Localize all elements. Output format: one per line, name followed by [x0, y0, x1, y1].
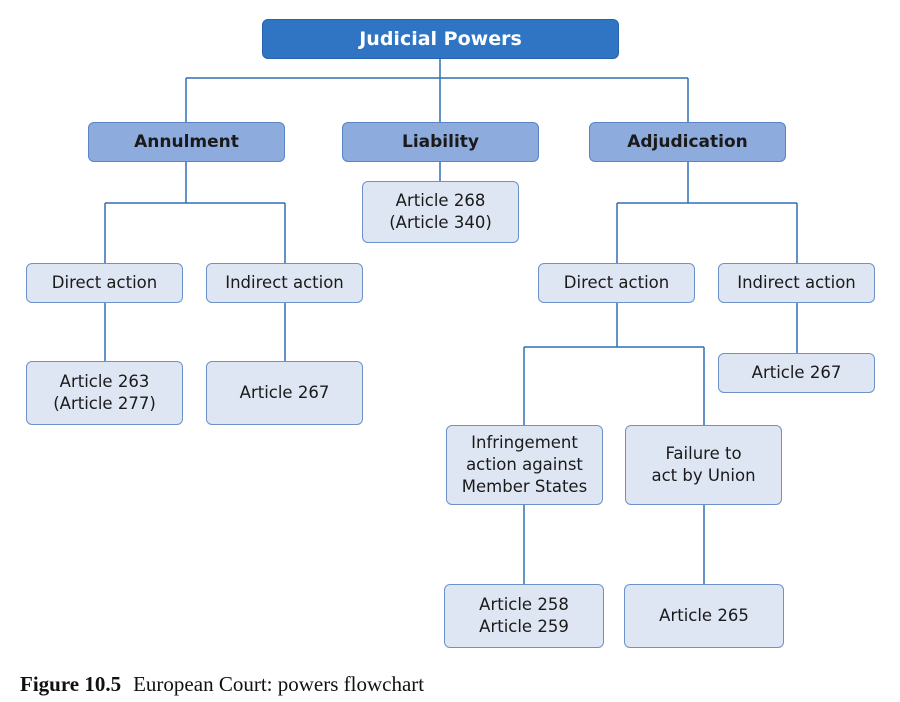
node-judicial-powers: Judicial Powers — [262, 19, 619, 59]
node-label: Direct action — [563, 273, 670, 292]
node-label: Indirect action — [225, 273, 344, 292]
node-label: Infringement action against Member State… — [461, 433, 588, 496]
node-label: Adjudication — [627, 132, 748, 152]
node-annulment-direct-article: Article 263 (Article 277) — [26, 361, 183, 425]
node-label: Article 267 — [239, 383, 330, 402]
node-label: Article 268 (Article 340) — [389, 191, 492, 232]
node-label: Indirect action — [737, 273, 856, 292]
node-label: Article 258 Article 259 — [479, 595, 569, 636]
connector-root-to-categories — [185, 59, 689, 122]
node-label: Judicial Powers — [359, 28, 522, 50]
connector-adjudication-direct-to-types — [523, 303, 705, 425]
node-infringement-article: Article 258 Article 259 — [444, 584, 604, 648]
node-annulment-indirect-article: Article 267 — [206, 361, 363, 425]
node-liability: Liability — [342, 122, 539, 162]
node-label: Failure to act by Union — [651, 444, 756, 485]
node-label: Article 263 (Article 277) — [53, 372, 156, 413]
node-label: Article 267 — [751, 363, 842, 382]
connector-annulment-to-actions — [104, 162, 286, 263]
node-adjudication-indirect-article: Article 267 — [718, 353, 875, 393]
node-adjudication-indirect: Indirect action — [718, 263, 875, 303]
node-label: Article 265 — [659, 606, 749, 625]
node-annulment-indirect: Indirect action — [206, 263, 363, 303]
node-failure-article: Article 265 — [624, 584, 784, 648]
node-label: Direct action — [51, 273, 158, 292]
node-label: Annulment — [134, 132, 239, 152]
node-annulment: Annulment — [88, 122, 285, 162]
figure-title: European Court: powers flowchart — [133, 672, 425, 696]
node-adjudication: Adjudication — [589, 122, 786, 162]
connector-adjudication-to-actions — [616, 162, 798, 263]
figure-caption: Figure 10.5 European Court: powers flowch… — [20, 672, 424, 697]
node-failure-to-act: Failure to act by Union — [625, 425, 782, 505]
node-annulment-direct: Direct action — [26, 263, 183, 303]
node-label: Liability — [402, 132, 479, 152]
figure-number: Figure 10.5 — [20, 672, 122, 696]
node-adjudication-direct: Direct action — [538, 263, 695, 303]
node-infringement-action: Infringement action against Member State… — [446, 425, 603, 505]
node-liability-article: Article 268 (Article 340) — [362, 181, 519, 243]
